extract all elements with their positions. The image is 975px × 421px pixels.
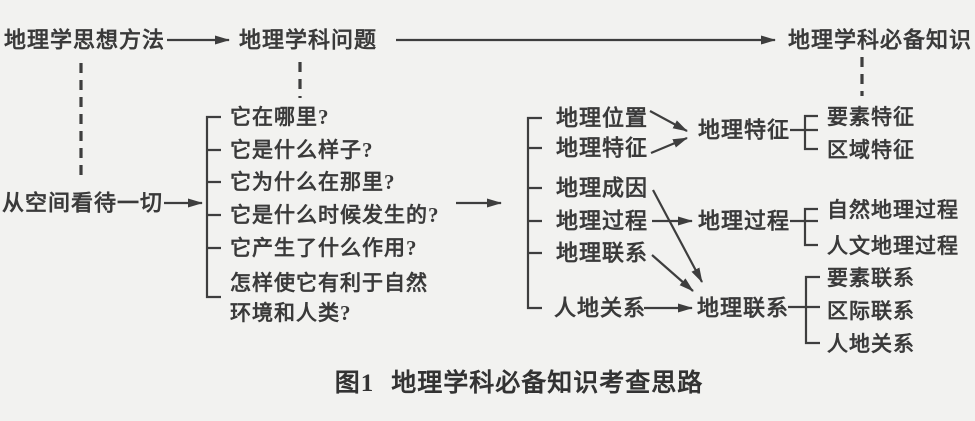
leaf-interregional-connections: 区际联系 (827, 299, 915, 323)
right-group-label-connections: 地理联系 (697, 295, 790, 321)
middle-item-features: 地理特征 (556, 135, 649, 161)
middle-item-location: 地理位置 (556, 105, 649, 131)
figure-number: 图1 (334, 370, 375, 397)
right-group-label-processes: 地理过程 (698, 208, 791, 234)
question-item-when-happen: 它是什么时候发生的? (230, 203, 440, 227)
node-required-knowledge: 地理学科必备知识 (788, 27, 973, 53)
node-subject-questions: 地理学科问题 (239, 27, 378, 53)
node-thought-method: 地理学思想方法 (4, 27, 166, 53)
middle-item-human-land: 人地关系 (554, 295, 647, 321)
leaf-human-process: 人文地理过程 (827, 234, 959, 258)
leaf-element-connections: 要素联系 (827, 266, 915, 290)
question-item-what-like: 它是什么样子? (230, 138, 374, 162)
leaf-element-features: 要素特征 (827, 105, 915, 129)
question-item-how-benefit: 怎样使它有利于自然 环境和人类? (230, 271, 428, 325)
leaf-human-land-relation: 人地关系 (827, 332, 915, 356)
question-item-where: 它在哪里? (230, 105, 330, 129)
leaf-natural-process: 自然地理过程 (827, 198, 959, 222)
middle-item-causes: 地理成因 (556, 175, 649, 201)
figure-title: 地理学科必备知识考查思路 (391, 370, 704, 397)
middle-item-connections: 地理联系 (556, 240, 649, 266)
node-spatial-perspective: 从空间看待一切 (2, 190, 164, 216)
middle-item-processes: 地理过程 (556, 208, 649, 234)
figure-caption: 图1 地理学科必备知识考查思路 (335, 363, 704, 399)
question-item-why-there: 它为什么在那里? (230, 170, 396, 194)
leaf-regional-features: 区域特征 (827, 138, 915, 162)
question-item-what-effect: 它产生了什么作用? (230, 236, 418, 260)
right-group-label-features: 地理特征 (698, 117, 791, 143)
